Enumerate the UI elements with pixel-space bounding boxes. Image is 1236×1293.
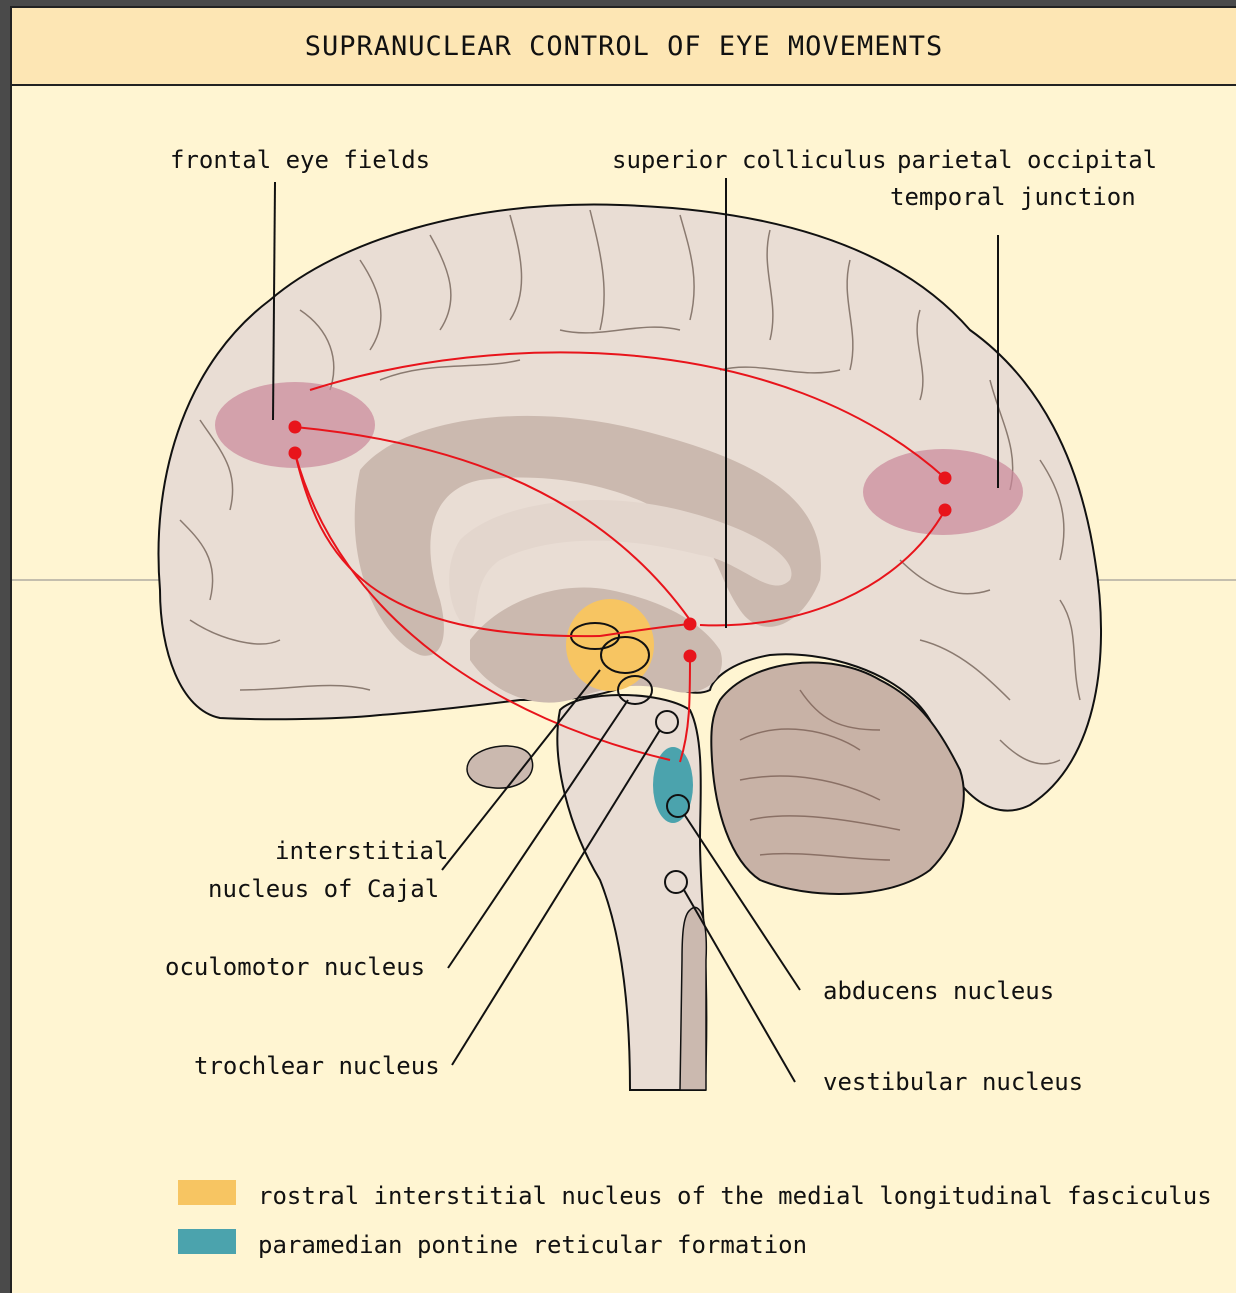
legend-label-pprf: paramedian pontine reticular formation xyxy=(258,1231,807,1259)
label-oculomotor-nucleus: oculomotor nucleus xyxy=(165,953,425,981)
label-trochlear-nucleus: trochlear nucleus xyxy=(194,1052,440,1080)
label-interstitial-line2: nucleus of Cajal xyxy=(208,875,439,903)
label-abducens-nucleus: abducens nucleus xyxy=(823,977,1054,1005)
label-interstitial-line1: interstitial xyxy=(275,837,448,865)
label-frontal-eye-fields: frontal eye fields xyxy=(170,146,430,174)
label-superior-colliculus: superior colliculus xyxy=(612,146,887,174)
legend-swatch-pprf xyxy=(178,1229,236,1254)
label-vestibular-nucleus: vestibular nucleus xyxy=(823,1068,1083,1096)
legend: rostral interstitial nucleus of the medi… xyxy=(178,1180,1212,1259)
legend-label-rimlf: rostral interstitial nucleus of the medi… xyxy=(258,1182,1212,1210)
label-parietal-line1: parietal occipital xyxy=(897,146,1157,174)
legend-swatch-rimlf xyxy=(178,1180,236,1205)
label-parietal-line2: temporal junction xyxy=(890,183,1136,211)
fourth-ventricle xyxy=(680,907,706,1090)
